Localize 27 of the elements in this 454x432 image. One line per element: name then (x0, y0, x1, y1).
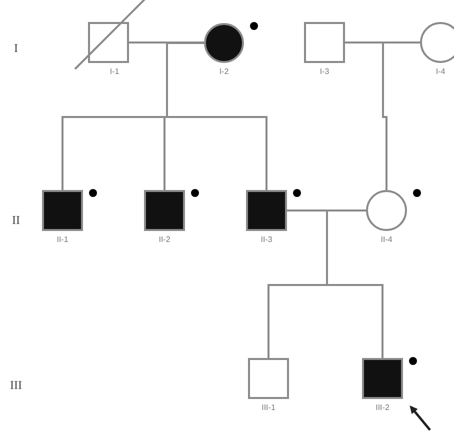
generation-label: I (14, 42, 18, 54)
affected-male-symbol (144, 190, 185, 231)
generation-label: II (12, 214, 20, 226)
generation-label: III (10, 379, 22, 391)
individual-id: III-1 (260, 404, 276, 412)
proband-arrow (410, 405, 431, 431)
individual-id: II-4 (380, 236, 394, 244)
unaffected-male-symbol (88, 22, 129, 63)
affected-male-symbol (362, 358, 403, 399)
affected-male-symbol (42, 190, 83, 231)
individual-id: II-2 (158, 236, 172, 244)
individual-id: II-3 (260, 236, 274, 244)
individual-id: II-1 (56, 236, 70, 244)
individual-id: III-2 (374, 404, 390, 412)
unaffected-female-symbol (366, 190, 407, 231)
individual-id: I-4 (434, 68, 446, 76)
affected-male-symbol (246, 190, 287, 231)
unaffected-male-symbol (304, 22, 345, 63)
individual-id: I-1 (108, 68, 120, 76)
pedigree-line (166, 42, 268, 190)
pedigree-line (326, 210, 384, 358)
unaffected-male-symbol (248, 358, 289, 399)
affected-female-symbol (204, 23, 244, 63)
individual-id: I-3 (318, 68, 330, 76)
pedigree-line (382, 42, 420, 190)
individual-id: I-2 (218, 68, 230, 76)
unaffected-female-symbol (420, 22, 454, 63)
